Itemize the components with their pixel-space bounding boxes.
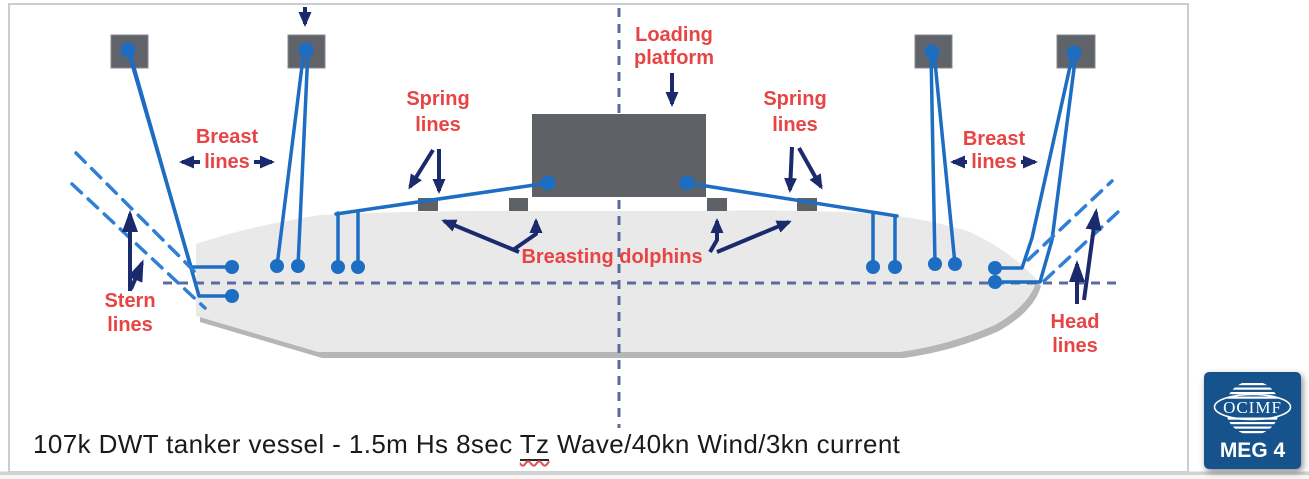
fairlead-head-1 [988, 261, 1002, 275]
fairlead-spring-left-1 [331, 260, 345, 274]
platform-dot-right [679, 175, 695, 191]
red-labels: Loading platform Spring lines Spring lin… [104, 24, 1099, 357]
ocimf-globe-icon: OCIMF MEG 4 [1213, 383, 1292, 462]
label-breast-right-1: Breast [963, 128, 1026, 150]
loading-platform-rect [532, 114, 706, 197]
ocimf-meg4-logo: OCIMF MEG 4 [1204, 372, 1301, 469]
spring-line-right-diagonal [685, 181, 899, 218]
fairlead-stern-2 [225, 289, 239, 303]
label-stern-1: Stern [104, 290, 155, 312]
fairlead-spring-right-2 [888, 260, 902, 274]
annotation-arrows [122, 7, 1102, 304]
head-line-1 [993, 51, 1075, 270]
arrow-dolphin-2 [511, 218, 543, 252]
arrow-spring-right-1 [784, 146, 798, 193]
fairlead-breast-left-1 [270, 259, 284, 273]
fairlead-spring-left-2 [351, 260, 365, 274]
arrow-dolphin-3 [708, 218, 724, 254]
label-breast-left-2: lines [204, 151, 250, 173]
globe-ellipse-ring [1213, 393, 1292, 421]
arrow-dolphin-4 [716, 220, 792, 254]
fairlead-head-2 [988, 275, 1002, 289]
fairlead-breast-right-2 [948, 257, 962, 271]
stern-line-extension-1 [74, 151, 202, 279]
breast-line-left-2 [296, 48, 310, 268]
label-spring-left-2: lines [415, 114, 461, 136]
label-breast-left-1: Breast [196, 126, 259, 148]
breast-line-right-1 [929, 50, 937, 266]
label-loading-platform-1: Loading [635, 24, 713, 46]
head-line-extension-1 [1026, 179, 1114, 262]
breast-line-left-1 [275, 48, 306, 268]
label-spring-left-1: Spring [406, 88, 469, 110]
head-line-extension-2 [1042, 210, 1120, 283]
label-head-2: lines [1052, 335, 1098, 357]
page-bottom-edge [0, 471, 1309, 475]
label-breast-right-2: lines [971, 151, 1017, 173]
fairlead-stern-1 [225, 260, 239, 274]
label-spring-right-1: Spring [763, 88, 826, 110]
arrow-spring-left-2 [408, 148, 435, 190]
bollard-dot-right-breast [924, 44, 940, 60]
caption-tz-term: Tz [519, 429, 550, 461]
page-bottom-strip [0, 475, 1309, 479]
caption-prefix: 107k DWT tanker vessel - 1.5m Hs 8sec [33, 429, 520, 459]
arrow-dolphin-1 [441, 219, 520, 254]
breasting-dolphin-3 [707, 198, 727, 211]
fairlead-breast-left-2 [291, 259, 305, 273]
arrow-spring-right-2 [797, 147, 823, 190]
globe-stripes [1225, 383, 1280, 434]
breast-line-right-2 [932, 50, 957, 266]
spring-line-left-diagonal [334, 181, 550, 216]
stern-line-extension-2 [70, 182, 207, 310]
hull-shape [196, 210, 1037, 352]
label-loading-platform-2: platform [634, 47, 714, 69]
mooring-lines [126, 48, 1078, 298]
connection-dots [120, 42, 1082, 303]
caption-suffix: Wave/40kn Wind/3kn current [549, 429, 901, 459]
logo-edition-text: MEG 4 [1220, 439, 1286, 462]
arrow-head-2 [1082, 208, 1102, 301]
label-head-1: Head [1051, 311, 1100, 333]
bollard-dot-stern [120, 42, 136, 58]
label-breasting-dolphins: Breasting dolphins [521, 246, 702, 268]
arrow-stern-2 [127, 259, 144, 290]
stern-line-2 [127, 48, 234, 298]
label-stern-2: lines [107, 314, 153, 336]
caption: 107k DWT tanker vessel - 1.5m Hs 8sec Tz… [33, 429, 901, 461]
fairlead-spring-right-1 [866, 260, 880, 274]
logo-org-text: OCIMF [1223, 398, 1282, 417]
fairlead-breast-right-1 [928, 257, 942, 271]
bollard-dot-head [1066, 45, 1082, 61]
platform-dot-left [540, 175, 556, 191]
breasting-dolphin-2 [509, 198, 528, 211]
line-extensions [70, 151, 1120, 310]
bollard-dot-left-breast [298, 42, 314, 58]
head-line-2 [993, 51, 1078, 284]
label-spring-right-2: lines [772, 114, 818, 136]
